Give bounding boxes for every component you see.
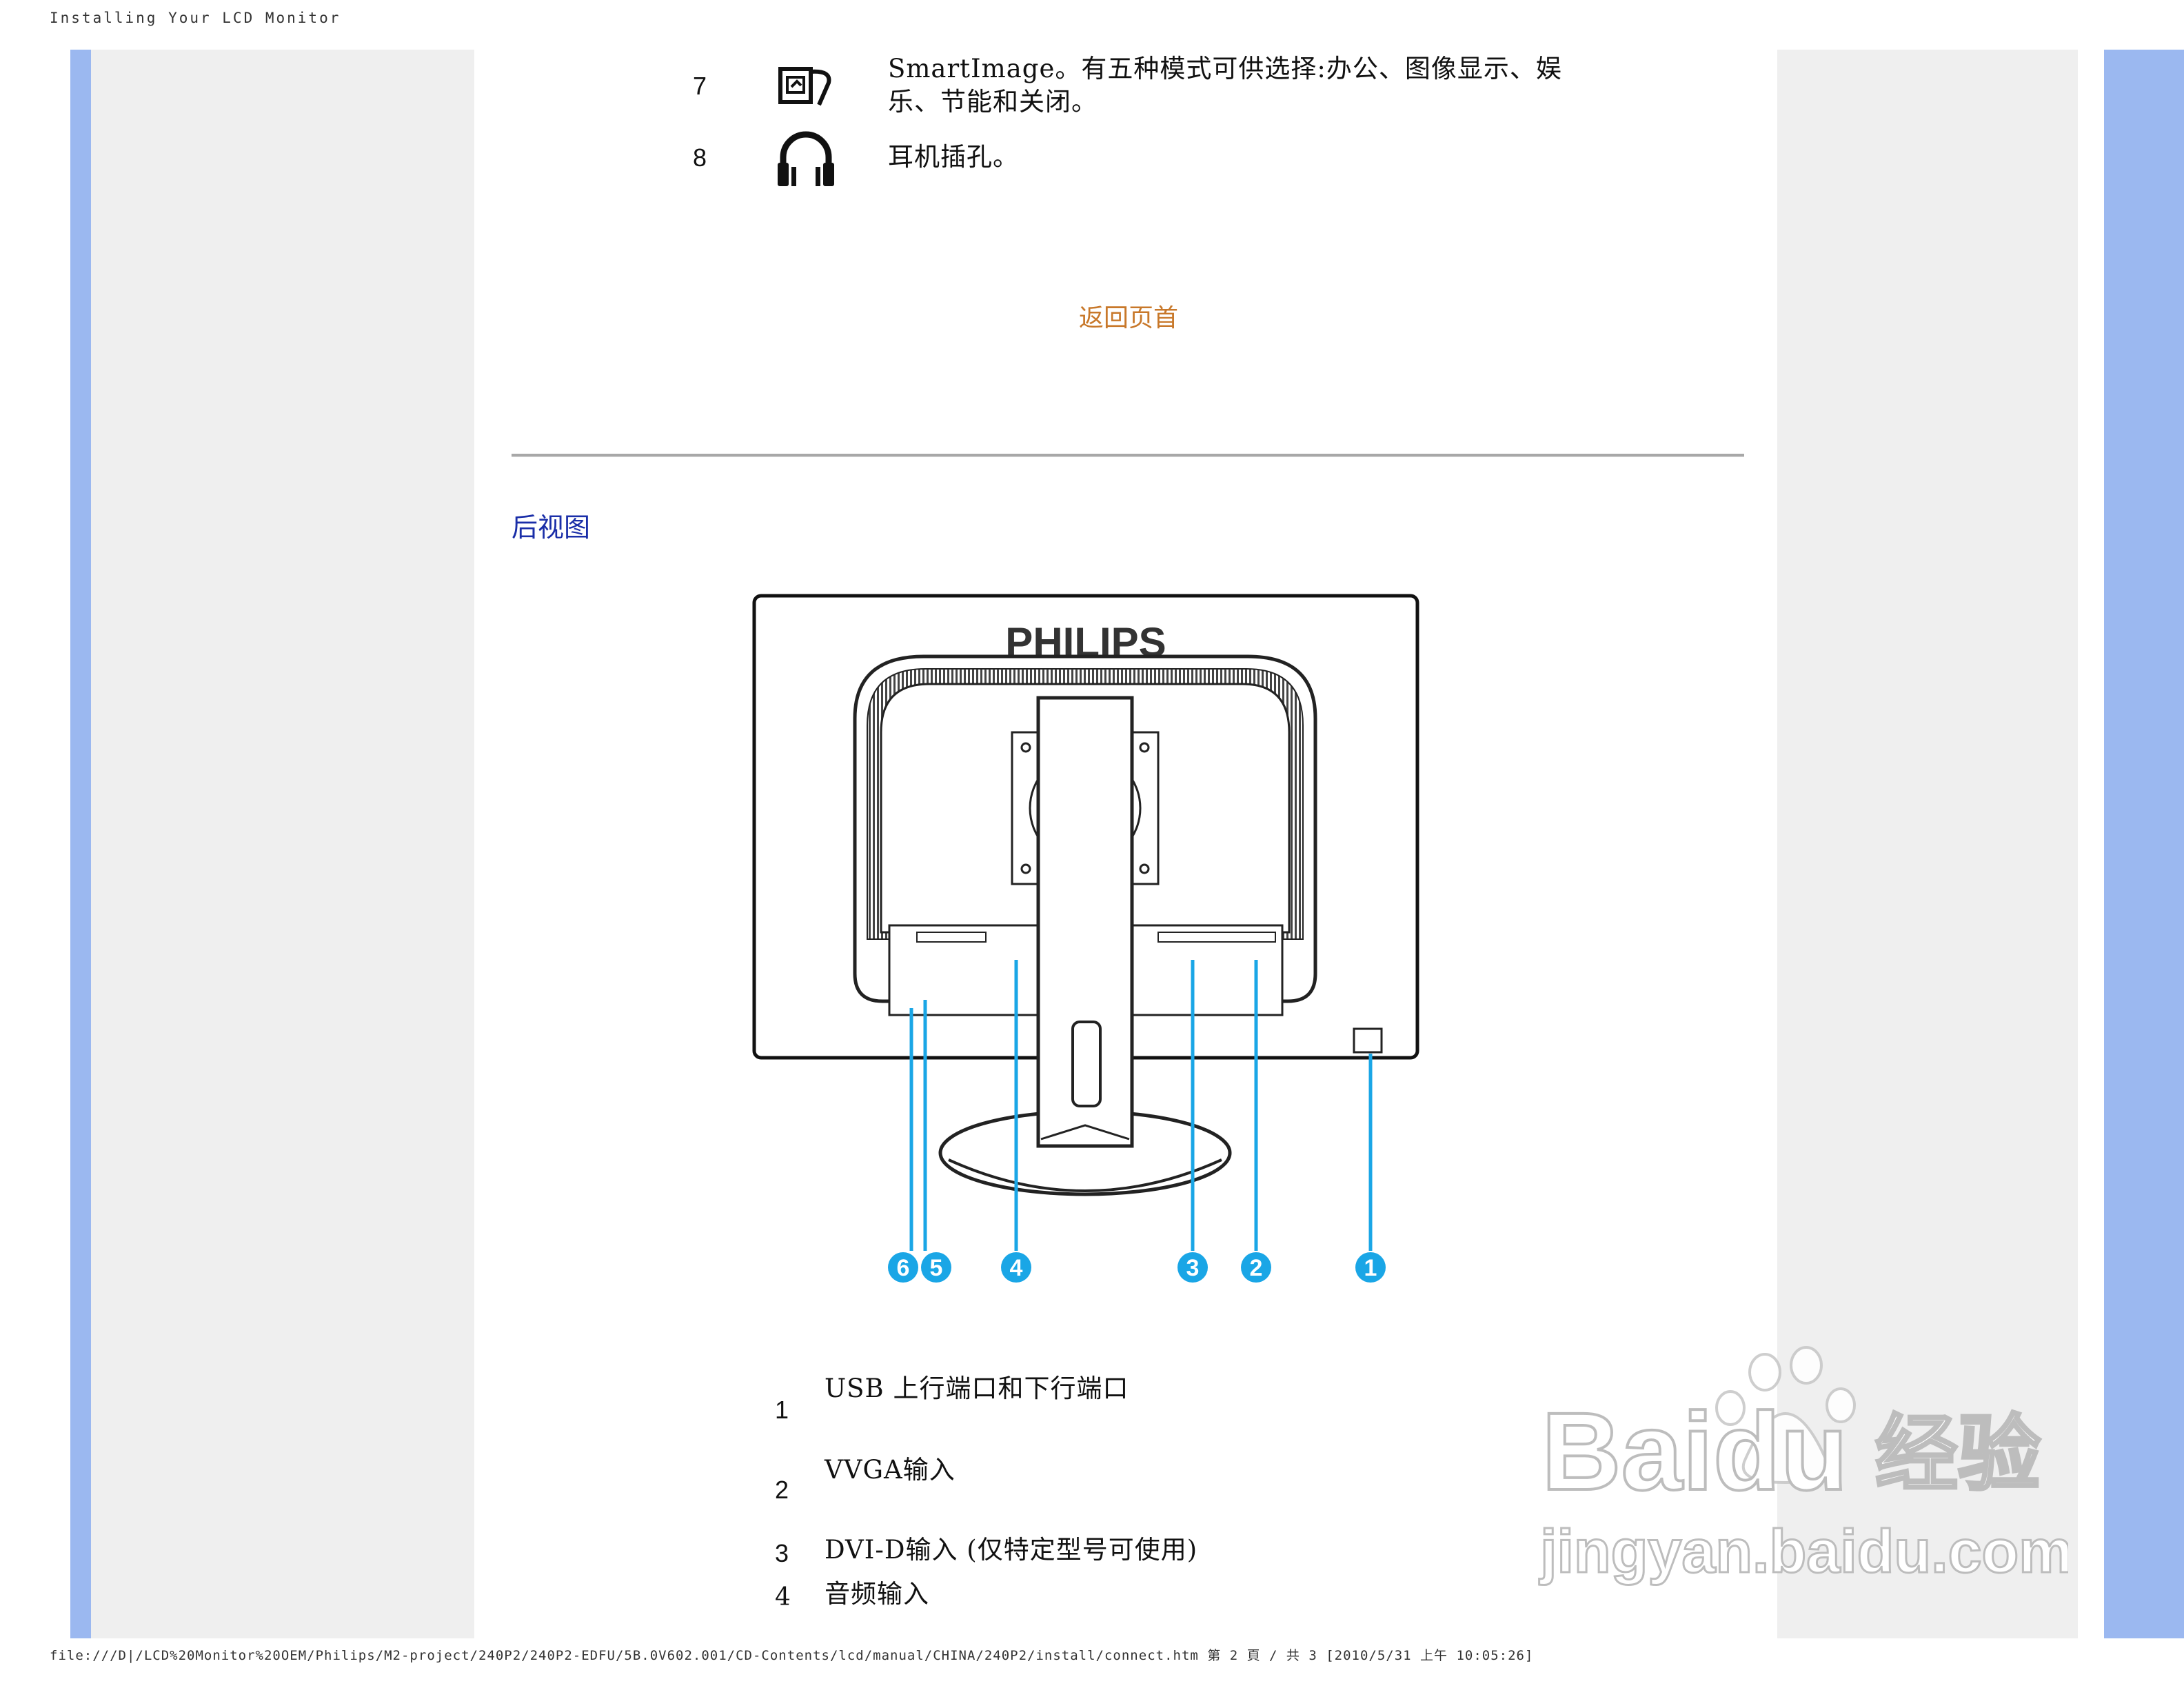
baidu-watermark: Baidu 经验 jingyan.baidu.com — [1538, 1346, 2068, 1587]
port-number-1: 1 — [775, 1396, 789, 1424]
port-text-4: 音频输入 — [825, 1579, 929, 1609]
control-7-text-line2: 乐、节能和关闭。 — [888, 87, 1098, 117]
callout-badge-1 — [1355, 1252, 1386, 1283]
right-blue-bar — [2104, 50, 2184, 1638]
right-sidebar — [1777, 50, 2078, 1638]
callout-label-1: 1 — [1364, 1255, 1377, 1281]
callout-badge-6 — [888, 1252, 918, 1283]
port-text-3: DVI-D输入 (仅特定型号可使用) — [825, 1535, 1198, 1565]
smartimage-icon — [778, 67, 831, 106]
port-text-2: VVGA输入 — [825, 1455, 956, 1485]
watermark-url: jingyan.baidu.com — [1539, 1517, 2068, 1585]
callout-label-5: 5 — [930, 1255, 943, 1281]
control-7-text-line1: SmartImage。有五种模式可供选择:办公、图像显示、娱 — [888, 54, 1562, 83]
callout-badge-3 — [1177, 1252, 1208, 1283]
cable-slot — [1071, 1021, 1102, 1107]
callout-badge-5 — [921, 1252, 951, 1283]
back-cover — [853, 654, 1317, 1003]
callout-badge-2 — [1241, 1252, 1271, 1283]
port-number-2: 2 — [775, 1476, 789, 1504]
control-number-8: 8 — [693, 143, 707, 172]
callout-lines — [909, 960, 1373, 1251]
usb-port-side — [1353, 1027, 1383, 1054]
section-divider — [512, 454, 1744, 457]
back-to-top-link[interactable]: 返回页首 — [1079, 304, 1179, 332]
watermark-cn: 经验 — [1875, 1407, 2041, 1503]
port-text-1: USB 上行端口和下行端口 — [825, 1374, 1129, 1403]
brand-logo: PHILIPS — [1005, 619, 1166, 665]
callout-label-4: 4 — [1010, 1255, 1023, 1281]
control-8-text: 耳机插孔。 — [888, 142, 1019, 172]
callout-badge-4 — [1001, 1252, 1031, 1283]
headphone-icon — [778, 131, 834, 186]
left-blue-bar — [70, 50, 91, 1638]
callout-label-2: 2 — [1250, 1255, 1263, 1281]
port-number-3: 3 — [775, 1539, 789, 1567]
rear-view-heading[interactable]: 后视图 — [512, 512, 591, 543]
page-header-title: Installing Your LCD Monitor — [50, 10, 341, 26]
page-footer: file:///D|/LCD%20Monitor%20OEM/Philips/M… — [50, 1648, 1534, 1663]
callout-label-3: 3 — [1186, 1255, 1200, 1281]
watermark-brand: Baidu — [1541, 1389, 1848, 1513]
monitor-rear-diagram: PHILIPS 6 5 4 3 2 1 — [752, 594, 1419, 1283]
control-number-7: 7 — [693, 72, 707, 100]
port-number-4: 4 — [775, 1583, 791, 1611]
callout-label-6: 6 — [897, 1255, 910, 1281]
left-sidebar — [91, 50, 474, 1638]
